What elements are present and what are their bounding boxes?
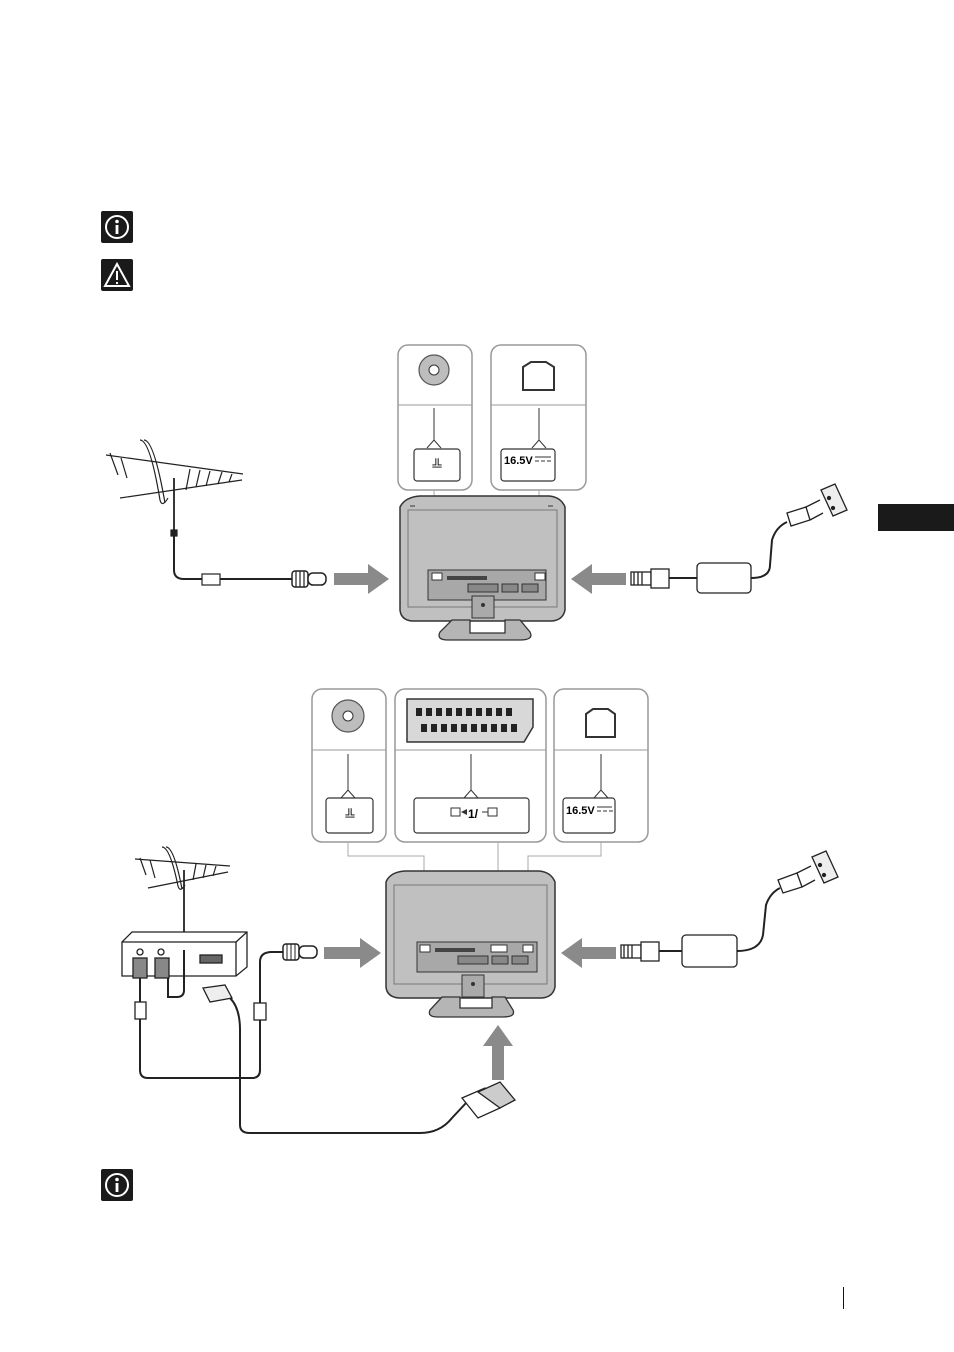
arrow-right-1: [334, 564, 389, 594]
zoom2-power-socket: 16.5V: [554, 689, 648, 842]
power-socket-label: 16.5V: [504, 455, 533, 467]
diagram-2: ╩ 1/ 16.5V: [122, 689, 838, 1133]
zoom2-antenna-socket: ╩: [312, 689, 386, 842]
zoom-antenna-socket: ╩: [398, 345, 472, 490]
antenna-socket-label: ╩: [431, 457, 442, 473]
diagram-1: ╩ 16.5V: [106, 345, 847, 640]
arrow-right-2: [324, 938, 381, 968]
tv-rear-2: [386, 871, 555, 1017]
antenna2-socket-label: ╩: [344, 807, 355, 823]
arrow-left-2: [561, 938, 616, 968]
arrow-up-2: [483, 1025, 513, 1080]
power-adapter-2: [621, 851, 838, 967]
zoom-power-socket: 16.5V: [491, 345, 586, 490]
arrow-left-1: [571, 564, 626, 594]
scart-socket-label: 1/: [468, 807, 479, 821]
antenna-1: [106, 440, 326, 587]
power2-socket-label: 16.5V: [566, 805, 595, 817]
zoom2-scart-socket: 1/: [395, 689, 546, 842]
tv-rear-1: [400, 496, 565, 640]
power-adapter-1: [631, 484, 847, 593]
